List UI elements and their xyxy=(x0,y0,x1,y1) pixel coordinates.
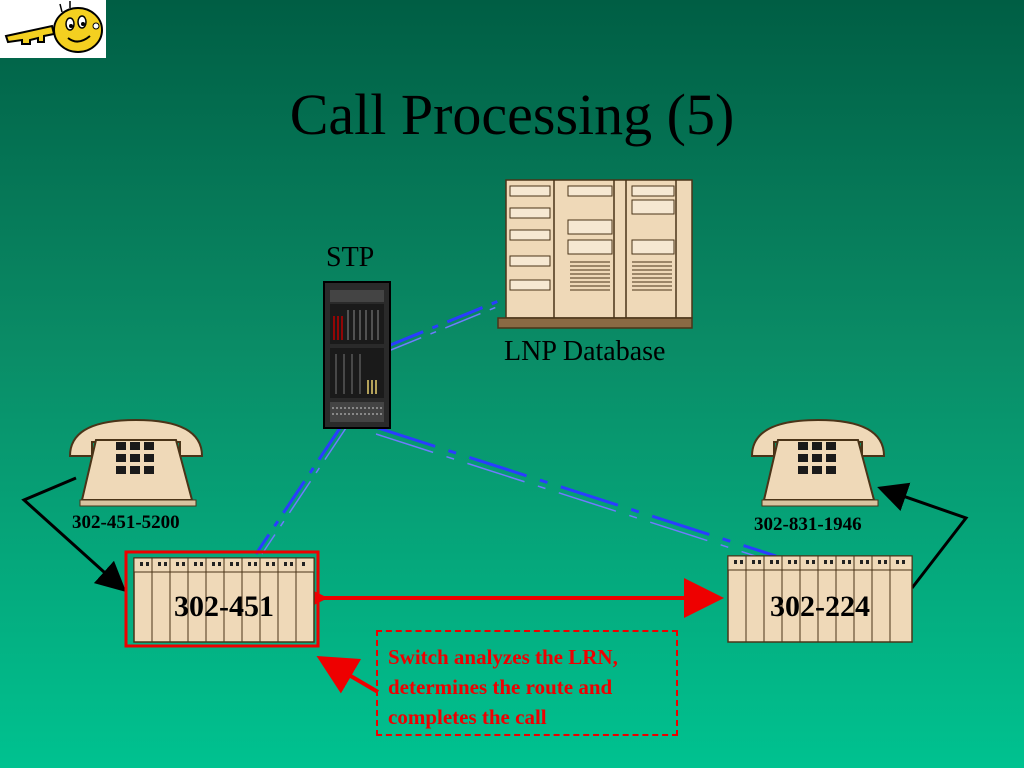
left-phone-line xyxy=(21,476,127,593)
key-character-icon xyxy=(4,1,103,53)
stp-label: STP xyxy=(326,242,375,273)
lnp-database-label: LNP Database xyxy=(504,336,666,367)
note-line-1: Switch analyzes the LRN, xyxy=(388,645,618,669)
note-line-3: completes the call xyxy=(388,705,547,729)
signal-link-stp-lnp xyxy=(385,296,507,353)
signal-link-stp-right-switch xyxy=(375,426,777,563)
left-phone-number: 302-451-5200 xyxy=(72,512,180,533)
signal-link-stp-left-switch xyxy=(254,427,347,555)
left-switch-label: 302-451 xyxy=(174,590,274,623)
right-phone-line xyxy=(877,482,969,589)
page-title: Call Processing (5) xyxy=(289,82,735,147)
note-line-2: determines the route and xyxy=(388,675,613,699)
right-phone-number: 302-831-1946 xyxy=(754,514,862,535)
logo xyxy=(0,0,106,58)
note-pointer-arrow xyxy=(316,655,380,694)
right-switch-label: 302-224 xyxy=(770,590,870,623)
switch-note-callout: Switch analyzes the LRN, determines the … xyxy=(376,630,678,736)
